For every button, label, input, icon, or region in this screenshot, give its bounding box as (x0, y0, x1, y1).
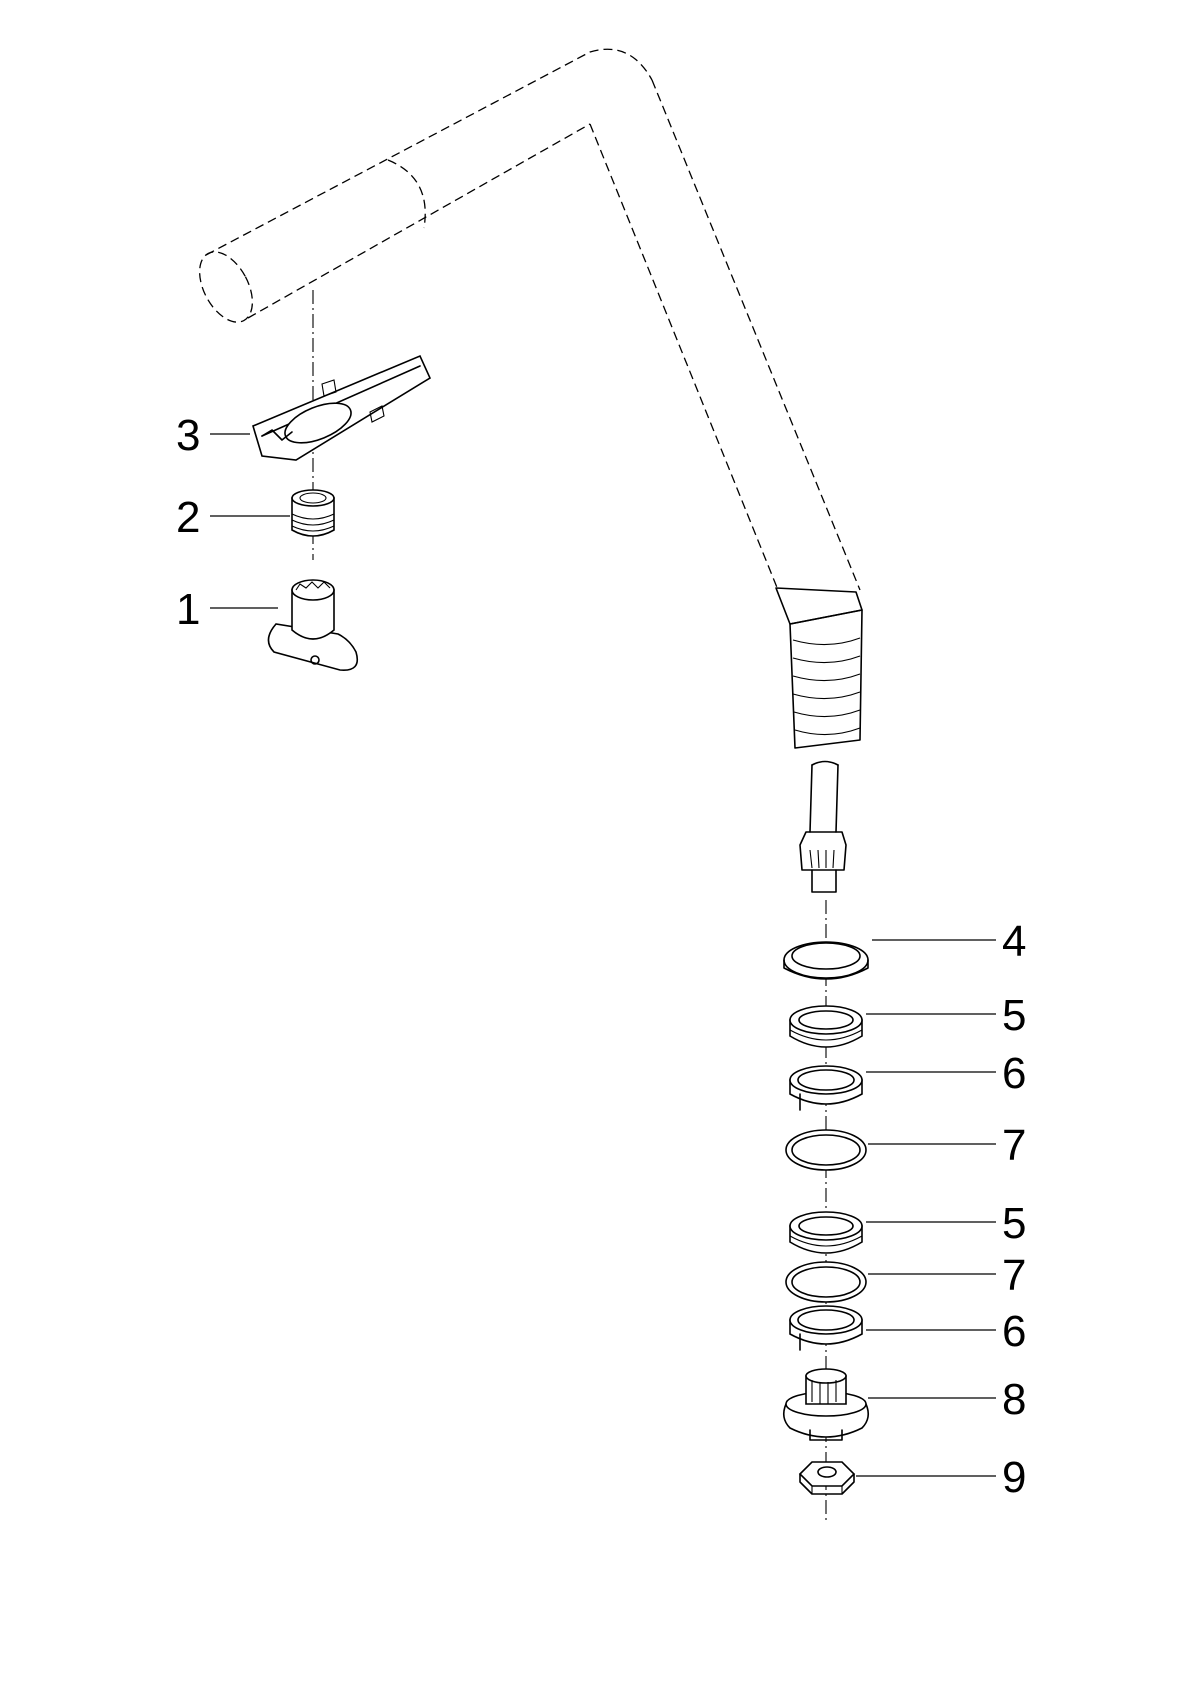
callout-6-upper: 6 (1002, 1049, 1026, 1098)
spout-base-fitting (775, 587, 863, 749)
washer-part-5-upper (789, 1005, 863, 1048)
callout-6-lower: 6 (1002, 1307, 1026, 1356)
callout-4: 4 (1002, 917, 1026, 966)
split-ring-part-6-upper (789, 1065, 863, 1111)
callout-8: 8 (1002, 1375, 1026, 1424)
callout-2: 2 (176, 493, 200, 542)
aerator-key-part (267, 579, 359, 671)
split-ring-part-6-lower (789, 1305, 863, 1351)
callout-1: 1 (176, 585, 200, 634)
supply-hose (799, 760, 847, 893)
callout-7-upper: 7 (1002, 1121, 1026, 1170)
o-ring-part-7-lower (785, 1261, 867, 1303)
hex-nut-part-9 (798, 1461, 856, 1495)
callout-9: 9 (1002, 1453, 1026, 1502)
callout-3: 3 (176, 411, 200, 460)
callout-5-lower: 5 (1002, 1199, 1026, 1248)
aerator-part (291, 489, 335, 537)
faucet-spout-outline (198, 48, 861, 591)
o-ring-part-7-upper (785, 1129, 867, 1171)
leader-lines (210, 433, 996, 1477)
assembly-axis-lines (312, 290, 827, 1520)
aerator-cover-part (252, 354, 432, 461)
washer-part-5-lower (789, 1211, 863, 1254)
threaded-bush-part-8 (782, 1368, 870, 1441)
callout-5-upper: 5 (1002, 991, 1026, 1040)
ring-part-4 (783, 941, 869, 980)
callout-7-lower: 7 (1002, 1251, 1026, 1300)
callout-labels: 3 2 1 4 5 6 7 5 7 6 8 9 (176, 411, 1026, 1502)
